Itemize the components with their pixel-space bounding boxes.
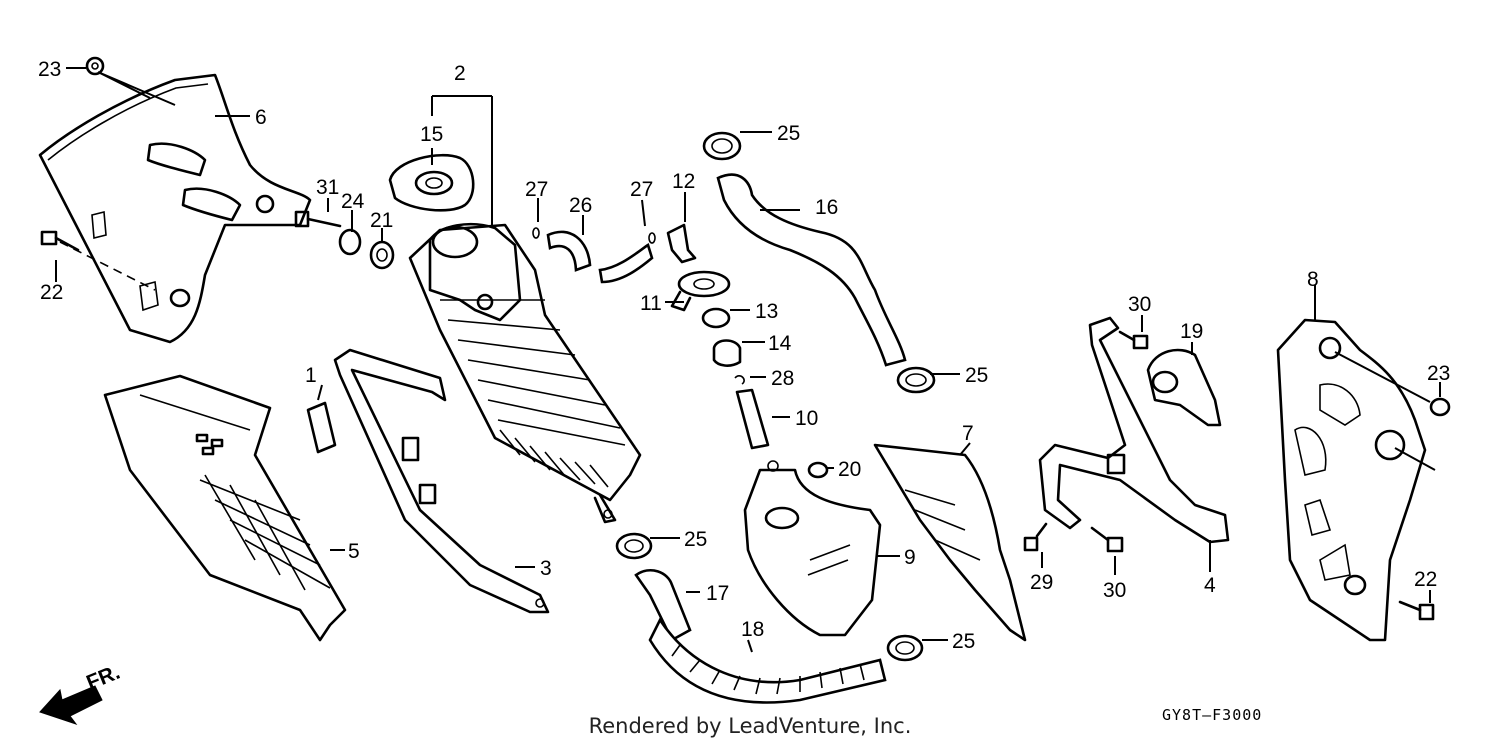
callout-26: 26 — [569, 194, 592, 217]
hose-clamp-25-lower-right — [886, 634, 924, 662]
callout-2: 2 — [454, 62, 466, 85]
cap-14 — [712, 339, 742, 367]
bolt-30-upper — [1118, 330, 1149, 350]
callout-25-lower-left: 25 — [684, 528, 707, 551]
callout-30-lower: 30 — [1103, 579, 1126, 602]
hose-clamp-25-lower-left — [615, 532, 653, 560]
callout-25-top: 25 — [777, 122, 800, 145]
front-label: FR. — [83, 661, 123, 695]
leader-lines — [55, 67, 1441, 653]
grommet-13 — [701, 307, 731, 329]
hose-clamp-25-top — [702, 131, 742, 161]
callout-15: 15 — [420, 123, 443, 146]
pipe-10 — [735, 388, 770, 450]
callout-22-right: 22 — [1414, 568, 1437, 591]
hose-17 — [634, 569, 692, 642]
callout-23-left: 23 — [38, 58, 61, 81]
clip-28 — [734, 375, 745, 385]
callout-1: 1 — [305, 364, 317, 387]
callout-20: 20 — [838, 458, 861, 481]
bolt-29 — [1023, 522, 1048, 552]
radiator-shroud-upper — [38, 73, 312, 344]
callout-5: 5 — [348, 540, 360, 563]
callout-12: 12 — [672, 170, 695, 193]
callouts: 23 6 31 24 21 22 2 15 27 26 27 12 25 16 … — [38, 58, 1450, 653]
bolt-22-left — [40, 230, 80, 252]
callout-18: 18 — [741, 618, 764, 641]
radiator-cap — [388, 153, 475, 212]
collar-24 — [338, 228, 362, 256]
callout-10: 10 — [795, 407, 818, 430]
callout-17: 17 — [706, 582, 729, 605]
callout-31: 31 — [316, 176, 339, 199]
callout-30-upper: 30 — [1128, 293, 1151, 316]
callout-25-lower-right: 25 — [952, 630, 975, 653]
radiator-stay-4 — [1038, 316, 1230, 544]
bolt-31 — [294, 210, 342, 228]
callout-23-right: 23 — [1427, 362, 1450, 385]
bracket-11 — [670, 270, 731, 312]
clip-27 — [532, 227, 656, 244]
callout-22-left: 22 — [40, 281, 63, 304]
callout-27-left: 27 — [525, 178, 548, 201]
callout-13: 13 — [755, 300, 778, 323]
hose-26 — [546, 230, 654, 284]
hose-18 — [648, 617, 887, 704]
callout-16: 16 — [815, 196, 838, 219]
grommet-23-right — [1429, 397, 1451, 417]
callout-4: 4 — [1204, 574, 1216, 597]
callout-21: 21 — [370, 209, 393, 232]
callout-7: 7 — [962, 422, 974, 445]
radiator-core — [408, 222, 642, 524]
callout-27-right: 27 — [630, 178, 653, 201]
grommet-23-left — [85, 56, 105, 76]
callout-8: 8 — [1307, 268, 1319, 291]
hose-clamp-25-mid — [896, 366, 936, 394]
radiator-shroud-lower — [103, 374, 347, 642]
callout-19: 19 — [1180, 320, 1203, 343]
hose-16 — [716, 173, 907, 367]
part-19 — [1146, 348, 1222, 427]
callout-6: 6 — [255, 106, 267, 129]
callout-24: 24 — [341, 190, 365, 213]
grommet-21 — [369, 240, 395, 270]
cover-7 — [873, 443, 1027, 642]
fitting-12 — [666, 223, 697, 264]
grommet-1 — [306, 401, 337, 454]
radiator-stay-3 — [333, 348, 550, 614]
credit-text: Rendered by LeadVenture, Inc. — [588, 714, 912, 738]
bolt-20 — [807, 461, 829, 479]
callout-11: 11 — [640, 292, 662, 315]
reserve-tank — [743, 460, 882, 637]
bolt-30-lower — [1090, 526, 1124, 553]
callout-25-mid: 25 — [965, 364, 988, 387]
callout-29: 29 — [1030, 571, 1053, 594]
callout-14: 14 — [768, 332, 792, 355]
diagram-code: GY8T—F3000 — [1162, 706, 1263, 724]
radiator-shroud-right — [1276, 318, 1427, 642]
callout-9: 9 — [904, 546, 916, 569]
callout-3: 3 — [540, 557, 552, 580]
bolt-22-right — [1398, 600, 1435, 621]
callout-28: 28 — [771, 367, 794, 390]
